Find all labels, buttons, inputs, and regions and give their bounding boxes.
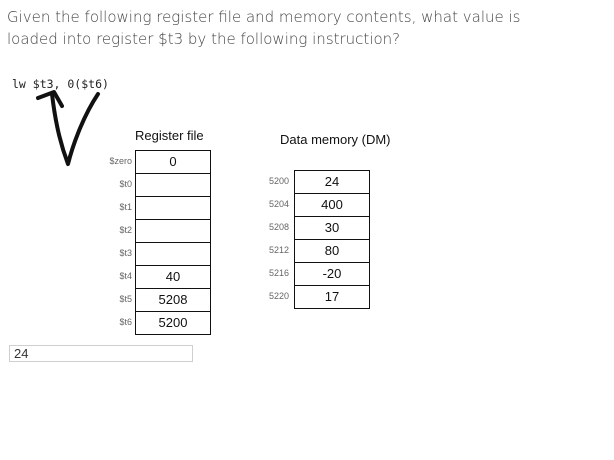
memory-value-cell: -20	[294, 262, 370, 286]
memory-address: 5208	[269, 222, 290, 232]
register-value-cell: 5200	[135, 311, 211, 335]
memory-value-cell: 17	[294, 285, 370, 309]
answer-input[interactable]: 24	[9, 345, 193, 362]
register-label: $t6	[119, 317, 132, 327]
data-memory-title: Data memory (DM)	[280, 132, 391, 147]
memory-value-cell: 80	[294, 239, 370, 263]
register-label: $t0	[119, 179, 132, 189]
memory-address: 5204	[269, 199, 290, 209]
memory-address: 5220	[269, 291, 290, 301]
register-label: $zero	[109, 156, 132, 166]
instruction-code: lw $t3, 0($t6)	[12, 77, 109, 91]
register-value-cell	[135, 242, 211, 266]
memory-address: 5216	[269, 268, 290, 278]
register-label: $t4	[119, 271, 132, 281]
question-text: Given the following register file and me…	[7, 8, 521, 48]
register-label: $t1	[119, 202, 132, 212]
memory-value-cell: 24	[294, 170, 370, 194]
register-value-cell: 0	[135, 150, 211, 174]
memory-address: 5200	[269, 176, 290, 186]
register-value-cell	[135, 173, 211, 197]
register-label: $t5	[119, 294, 132, 304]
register-label: $t3	[119, 248, 132, 258]
register-value-cell: 5208	[135, 288, 211, 312]
register-file-title: Register file	[135, 128, 204, 143]
register-label: $t2	[119, 225, 132, 235]
register-value-cell	[135, 219, 211, 243]
register-value-cell	[135, 196, 211, 220]
memory-value-cell: 30	[294, 216, 370, 240]
register-value-cell: 40	[135, 265, 211, 289]
handwritten-arrow-icon	[36, 90, 100, 166]
memory-value-cell: 400	[294, 193, 370, 217]
memory-address: 5212	[269, 245, 290, 255]
